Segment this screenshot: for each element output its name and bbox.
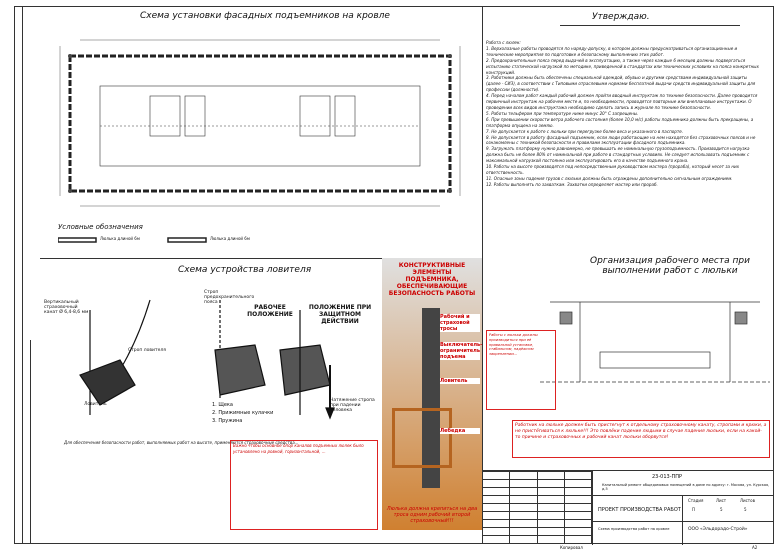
protect-position-label: ПОЛОЖЕНИЕ ПРИ ЗАЩИТНОМ ДЕЙСТВИИ xyxy=(308,304,372,325)
note-item: 6. При превышении скорости ветра рабочег… xyxy=(486,116,754,128)
label-string: Строп предохранительного пояса xyxy=(204,290,255,305)
cradle xyxy=(392,408,452,468)
note-item: 4. Перед началом работ каждый рабочий до… xyxy=(486,93,758,110)
red-note-1: Работы с люльки должны производиться при… xyxy=(486,330,556,410)
legend-title: Условные обозначения xyxy=(58,223,143,231)
catcher-drawings xyxy=(79,299,335,420)
stamp-stage: Стадия xyxy=(688,498,704,503)
stamp-line xyxy=(592,471,593,545)
format-label: А2 xyxy=(752,545,758,550)
catcher-title: Схема устройства ловителя xyxy=(178,265,312,275)
work-position-label: РАБОЧЕЕ ПОЛОЖЕНИЕ xyxy=(247,304,293,318)
divider xyxy=(482,6,483,470)
signature-line xyxy=(560,25,740,26)
notes-head: Работа с люлек: xyxy=(486,40,521,45)
org-title: Организация рабочего места при выполнени… xyxy=(590,256,750,276)
label-catcher: Ловитель xyxy=(84,402,107,407)
red-note-2: Работник на люльке должен быть пристегну… xyxy=(512,420,770,458)
stamp-sheets: Листов xyxy=(740,498,755,503)
poster-title: КОНСТРУКТИВНЫЕ ЭЛЕМЕНТЫ ПОДЪЕМНИКА, ОБЕС… xyxy=(388,262,476,297)
poster-winch: Лебедка xyxy=(440,428,480,434)
note-item: 7. Не допускается к работе с люльки при … xyxy=(486,128,684,134)
title-block: 23-013-ППР Капитальный ремонт общедомовы… xyxy=(481,470,774,545)
stamp-code: 23-013-ППР xyxy=(652,474,683,480)
legend-item-2: Люлька длиной 6м xyxy=(210,236,250,241)
part-1: 1. Щека xyxy=(212,402,233,408)
label-strop: Строп ловителя xyxy=(128,348,166,353)
note-item: 10. Работы на высоте производятся под не… xyxy=(486,164,740,175)
stamp-sheet-value: 5 xyxy=(720,507,723,512)
stamp-line xyxy=(592,495,774,496)
tension-label: Натяжение стропа при падении человека xyxy=(330,398,375,413)
note-item: 3. Работники должны быть обеспечены спец… xyxy=(486,75,756,93)
stamp-project: ПРОЕКТ ПРОИЗВОДСТВА РАБОТ xyxy=(598,507,681,513)
stamp-sheet: Лист xyxy=(716,498,727,503)
poster-limit: Выключатель-ограничитель подъема xyxy=(440,342,483,360)
bottom-text: Для обеспечения безопасности работ, выпо… xyxy=(64,440,299,445)
part-2: 2. Прижимные кулачки xyxy=(212,410,274,416)
safety-poster: КОНСТРУКТИВНЫЕ ЭЛЕМЕНТЫ ПОДЪЕМНИКА, ОБЕС… xyxy=(382,258,482,530)
note-item: 9. Загружать платформу нужно равномерно,… xyxy=(486,146,750,164)
legend-item-1: Люлька длиной 6м xyxy=(100,236,140,241)
side-column-line xyxy=(22,6,23,544)
sheet-frame xyxy=(14,6,774,544)
label-rope: Вертикальный страховочный канат Ø 6,4-8,… xyxy=(44,300,89,315)
roof-plan xyxy=(59,39,461,207)
poster-ropes: Рабочий и страховой тросы xyxy=(440,314,480,332)
note-item: 8. Не допускается в работу фасадный подъ… xyxy=(486,134,756,146)
stamp-org: ООО «Эльдорадо-Строй» xyxy=(688,527,748,532)
note-item: 12. Работы выполнять по захваткам. Захва… xyxy=(486,181,658,187)
stamp-sheets-value: 5 xyxy=(744,507,747,512)
note-item: 5. Работы тельфером при температуре ниже… xyxy=(486,110,639,116)
divider xyxy=(40,258,480,259)
poster-caption: Люлька должна крепиться на два троса одн… xyxy=(386,506,478,524)
stamp-content: Схема производства работ на кровле xyxy=(598,527,670,531)
note-item: 1. Верхолазные работы проводятся по наря… xyxy=(486,45,738,57)
cradle-drawing xyxy=(540,301,770,383)
poster-catcher: Ловитель xyxy=(440,378,480,384)
approve-label: Утверждаю. xyxy=(592,12,650,22)
copied-label: Копировал xyxy=(560,545,583,550)
note-item: 11. Опасные зоны падения грузов с люльки… xyxy=(486,175,733,181)
red-note-3: Важно чтобы основное опор каналов подъем… xyxy=(230,440,378,530)
stamp-line xyxy=(592,521,774,522)
stamp-line xyxy=(682,495,683,545)
notes-block: Работа с люлек: 1. Верхолазные работы пр… xyxy=(486,40,762,188)
side-column-line xyxy=(30,340,31,544)
stamp-stage-value: П xyxy=(692,507,696,512)
legend-items xyxy=(58,237,207,243)
stamp-grid xyxy=(481,471,593,544)
part-3: 3. Пружина xyxy=(212,418,243,424)
lift-column xyxy=(422,308,440,488)
note-item: 2. Предохранительные пояса перед выдачей… xyxy=(486,57,759,75)
facade-title: Схема установки фасадных подъемников на … xyxy=(140,11,390,21)
stamp-description: Капитальный ремонт общедомовых помещений… xyxy=(602,483,770,491)
